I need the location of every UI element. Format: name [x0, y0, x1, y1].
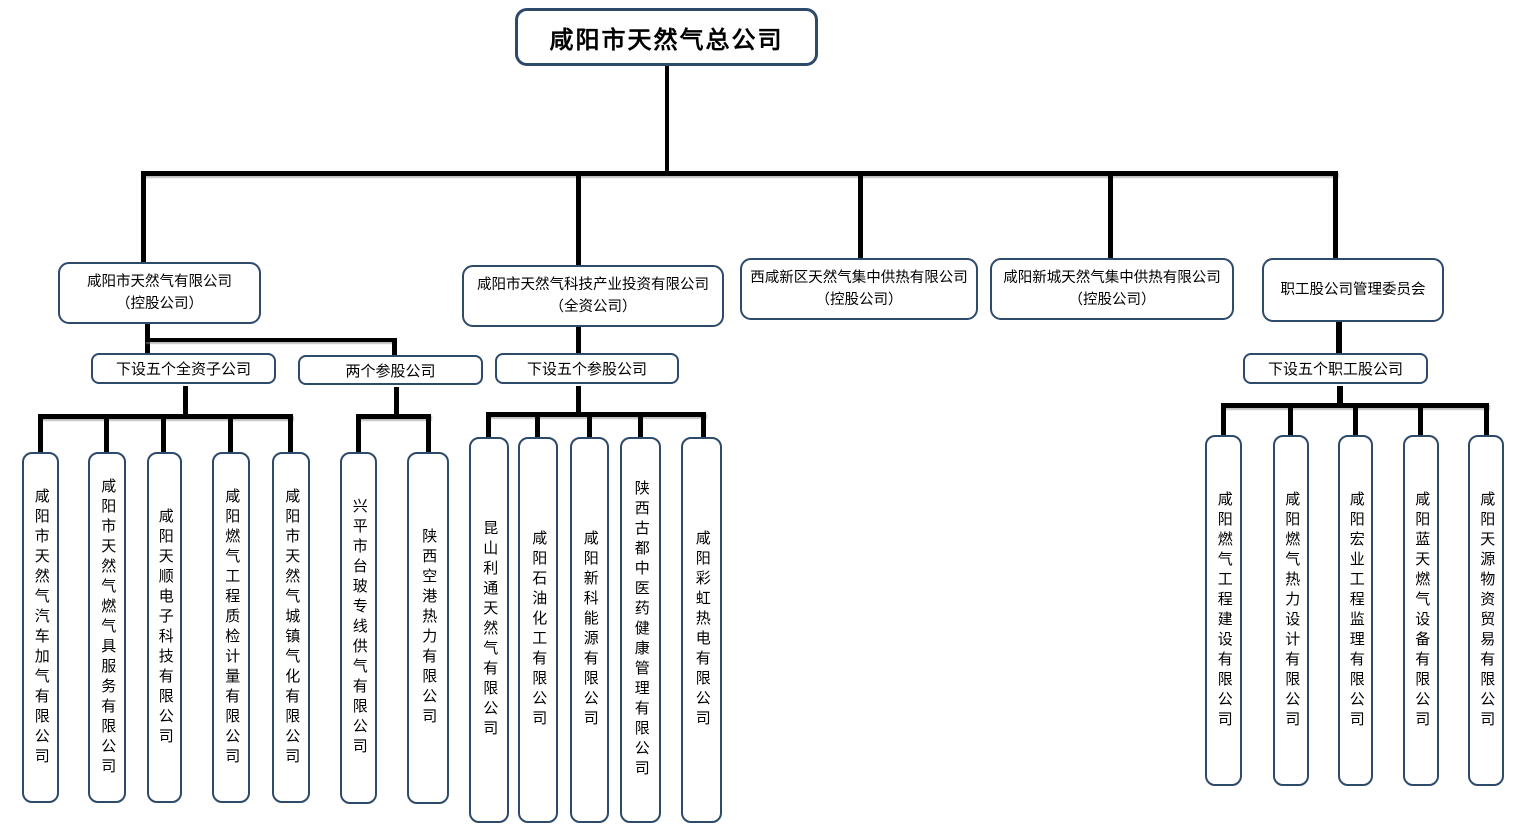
company-box: 咸阳新科能源有限公司	[570, 437, 609, 823]
company-name: 咸阳市天然气城镇气化有限公司	[283, 487, 300, 768]
branch-note: （控股公司）	[815, 292, 903, 308]
company-name: 咸阳新科能源有限公司	[581, 530, 598, 730]
branch-horizontal-line-canggu	[145, 338, 396, 342]
drop-line-branch-2	[576, 171, 581, 265]
fan2-horizontal-line	[356, 414, 431, 419]
stub-line-tech-investment	[576, 327, 581, 354]
company-box: 兴平市台玻专线供气有限公司	[340, 452, 377, 804]
company-name: 咸阳天顺电子科技有限公司	[156, 507, 173, 748]
company-box: 咸阳蓝天燃气设备有限公司	[1403, 435, 1439, 786]
company-name: 咸阳天源物资贸易有限公司	[1478, 490, 1495, 731]
trunk-vertical-line	[665, 66, 669, 174]
group-label-text: 下设五个参股公司	[526, 362, 647, 378]
company-box: 昆山利通天然气有限公司	[469, 437, 509, 823]
company-name: 咸阳宏业工程监理有限公司	[1347, 490, 1364, 731]
company-name: 陕西空港热力有限公司	[420, 528, 437, 728]
company-box: 咸阳彩虹热电有限公司	[681, 437, 722, 823]
stub-line-staff-stock	[1336, 322, 1342, 354]
fan4-drop-5	[1484, 403, 1489, 435]
company-name: 昆山利通天然气有限公司	[481, 520, 498, 740]
company-name: 咸阳燃气工程建设有限公司	[1215, 490, 1232, 731]
branch-name: 咸阳新城天然气集中供热有限公司	[1003, 269, 1221, 286]
company-box: 咸阳天源物资贸易有限公司	[1468, 435, 1504, 786]
fan2-drop-1	[356, 414, 361, 452]
company-name: 咸阳燃气工程质检计量有限公司	[223, 487, 240, 768]
fan1-drop-1	[38, 414, 43, 452]
drop-line-branch-1	[141, 171, 146, 262]
branch-name: 职工股公司管理委员会	[1280, 281, 1426, 298]
group-label-text: 下设五个全资子公司	[115, 362, 251, 378]
fan1-drop-4	[228, 414, 233, 452]
branch-name: 西咸新区天然气集中供热有限公司	[750, 269, 968, 286]
fan2-drop-2	[426, 414, 431, 452]
company-box: 咸阳宏业工程监理有限公司	[1338, 435, 1373, 786]
company-name: 咸阳市天然气汽车加气有限公司	[32, 487, 49, 768]
group-label-text: 下设五个职工股公司	[1267, 362, 1403, 378]
group-label-text: 两个参股公司	[345, 363, 436, 380]
group-label-staff-stock: 下设五个职工股公司	[1243, 353, 1428, 384]
fan3-drop-2	[535, 412, 540, 437]
branch-box-gas-co: 咸阳市天然气有限公司 （控股公司）	[58, 262, 261, 324]
fan4-drop-2	[1288, 403, 1293, 435]
branch-box-xincheng-heating: 咸阳新城天然气集中供热有限公司 （控股公司）	[990, 258, 1234, 320]
branch-drop-line-canggu	[392, 338, 397, 356]
fan4-drop-1	[1221, 403, 1226, 435]
branch-box-tech-investment: 咸阳市天然气科技产业投资有限公司 （全资公司）	[462, 265, 724, 327]
root-company-box: 咸阳市天然气总公司	[515, 8, 818, 66]
drop-line-branch-4	[1108, 171, 1113, 258]
fan3-stub-line	[576, 386, 581, 415]
company-box: 咸阳市天然气燃气具服务有限公司	[88, 452, 126, 803]
fan1-stub-line	[183, 386, 188, 416]
company-box: 咸阳燃气工程建设有限公司	[1205, 435, 1242, 786]
group-label-two-equity: 两个参股公司	[298, 355, 483, 385]
company-box: 咸阳天顺电子科技有限公司	[147, 452, 182, 803]
fan3-drop-4	[638, 412, 643, 437]
company-name: 咸阳燃气热力设计有限公司	[1283, 490, 1300, 731]
company-box: 咸阳市天然气城镇气化有限公司	[272, 452, 310, 803]
drop-line-branch-5	[1333, 171, 1338, 258]
company-box: 咸阳燃气热力设计有限公司	[1273, 435, 1309, 786]
root-company-label: 咸阳市天然气总公司	[549, 27, 784, 54]
drop-line-branch-3	[858, 171, 863, 258]
fan3-drop-3	[587, 412, 592, 437]
group-label-five-equity: 下设五个参股公司	[495, 353, 679, 384]
fan1-drop-2	[104, 414, 109, 452]
company-box: 咸阳燃气工程质检计量有限公司	[212, 452, 250, 803]
fan3-horizontal-line	[486, 412, 706, 417]
company-name: 咸阳市天然气燃气具服务有限公司	[99, 477, 116, 778]
company-name: 陕西古都中医药健康管理有限公司	[632, 480, 649, 780]
company-name: 咸阳蓝天燃气设备有限公司	[1413, 490, 1430, 731]
branch-name: 咸阳市天然气有限公司	[87, 273, 232, 290]
fan1-drop-3	[161, 414, 166, 452]
company-box: 陕西空港热力有限公司	[407, 452, 449, 804]
fan4-drop-3	[1353, 403, 1358, 435]
group-label-wholly-owned: 下设五个全资子公司	[91, 353, 276, 384]
company-box: 陕西古都中医药健康管理有限公司	[620, 437, 661, 823]
branch-note: （全资公司）	[549, 299, 637, 315]
fan3-drop-1	[486, 412, 491, 437]
fan3-drop-5	[701, 412, 706, 437]
branch-name: 咸阳市天然气科技产业投资有限公司	[477, 276, 709, 293]
fan4-drop-4	[1418, 403, 1423, 435]
branch-box-xixian-heating: 西咸新区天然气集中供热有限公司 （控股公司）	[740, 258, 978, 320]
branch-box-staff-stock-committee: 职工股公司管理委员会	[1262, 258, 1444, 322]
branch-note: （控股公司）	[116, 296, 203, 312]
company-box: 咸阳石油化工有限公司	[518, 437, 558, 823]
branch-note: （控股公司）	[1068, 292, 1156, 308]
company-box: 咸阳市天然气汽车加气有限公司	[22, 452, 59, 803]
fan4-stub-line	[1337, 386, 1343, 405]
company-name: 咸阳石油化工有限公司	[530, 530, 547, 730]
fan1-drop-5	[288, 414, 293, 452]
trunk-horizontal-line	[141, 171, 1338, 176]
fan2-stub-line	[394, 387, 399, 417]
company-name: 咸阳彩虹热电有限公司	[693, 530, 710, 730]
company-name: 兴平市台玻专线供气有限公司	[350, 498, 367, 758]
